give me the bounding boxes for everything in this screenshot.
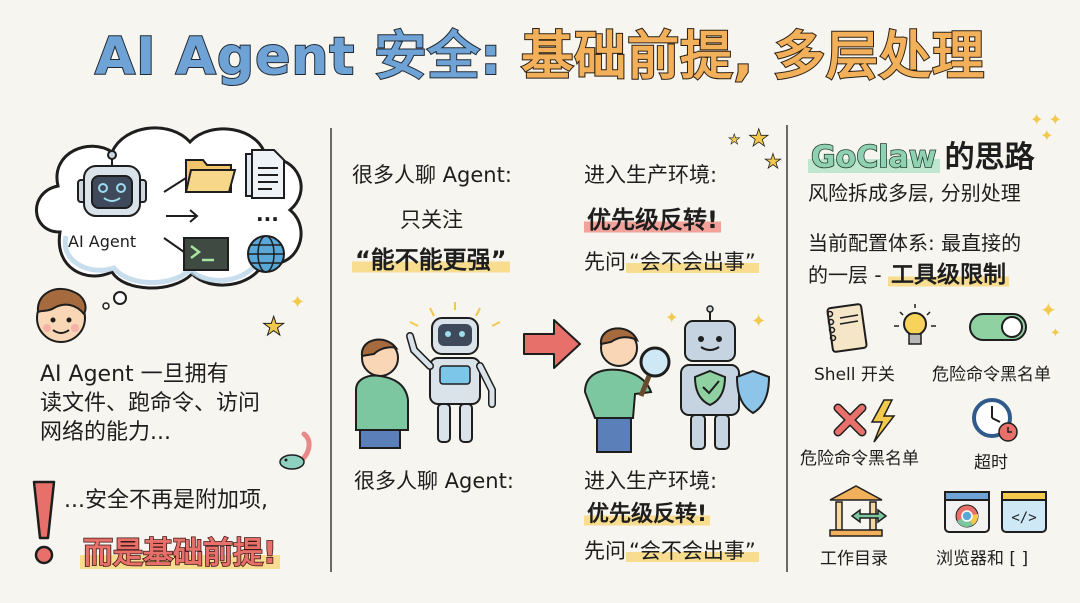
right-line-2: 当前配置体系: 最直接的	[808, 231, 1022, 255]
item-label-blacklist-1: 危险命令黑名单	[932, 365, 1051, 385]
ellipsis-text: ...	[256, 202, 279, 226]
conclusion-line-2: 而是基础前提!	[80, 528, 280, 572]
mid-left-quote: “能不能更强”	[352, 245, 510, 275]
divider-right	[786, 125, 788, 572]
mid-right-question: 先问“会不会出事”	[584, 247, 759, 277]
mid-bottom-right-question: 先问“会不会出事”	[584, 536, 759, 566]
terminal-icon	[182, 236, 230, 272]
item-label-shell: Shell 开关	[814, 365, 895, 385]
stars-cluster-icon: ★ ★ ★	[728, 122, 788, 172]
strong-robot-illustration	[400, 300, 510, 450]
notebook-icon	[822, 302, 868, 354]
lightbulb-icon	[890, 302, 940, 352]
heading-rest: 的思路	[944, 140, 1035, 175]
right-heading: GoClaw 的思路	[808, 132, 1035, 176]
building-arrows-icon	[826, 484, 890, 540]
browser-chrome-icon	[943, 490, 991, 534]
left-statement: AI Agent 一旦拥有 读文件、跑命令、访问 网络的能力...	[40, 360, 260, 447]
connector-lines	[163, 177, 199, 253]
right-line-3: 的一层 - 工具级限制	[808, 260, 1009, 290]
clock-icon	[970, 396, 1022, 446]
folder-icon	[183, 154, 237, 196]
svg-text:★: ★	[748, 124, 770, 152]
inspecting-person-illustration	[575, 318, 675, 458]
svg-text:✦: ✦	[751, 311, 766, 332]
title-orange-part: 基础前提, 多层处理	[520, 26, 986, 88]
item-label-workdir: 工作目录	[820, 549, 888, 569]
toggle-switch-icon[interactable]	[968, 312, 1028, 342]
statement-line-3: 网络的能力...	[40, 420, 171, 445]
sparkle-icon-3: ✦✦	[1040, 298, 1061, 341]
globe-icon	[245, 233, 287, 275]
mid-left-sub: 只关注	[400, 208, 463, 232]
thinking-person-illustration	[350, 330, 412, 450]
item-label-timeout: 超时	[974, 453, 1008, 473]
mid-left-heading: 很多人聊 Agent:	[352, 163, 512, 187]
svg-text:</>: </>	[1011, 510, 1036, 526]
item-label-blacklist-2: 危险命令黑名单	[800, 449, 919, 469]
mid-bottom-right-emphasis: 优先级反转!	[584, 500, 711, 530]
sparkle-icon: ✦	[290, 292, 306, 313]
mid-right-emphasis: 优先级反转!	[584, 205, 721, 235]
divider-left	[330, 128, 332, 572]
conclusion-line-1: ...安全不再是附加项,	[64, 488, 268, 513]
goclaw-brand: GoClaw	[808, 139, 940, 176]
sparkle-icon-2: ✦	[665, 308, 679, 327]
svg-text:★: ★	[728, 132, 741, 148]
mid-bottom-left-heading: 很多人聊 Agent:	[354, 469, 514, 493]
red-arrow-icon	[522, 318, 582, 370]
right-line-1: 风险拆成多层, 分别处理	[808, 181, 1021, 205]
robot-label: AI Agent	[68, 232, 137, 251]
mid-bottom-right-heading: 进入生产环境:	[584, 469, 718, 493]
cross-lightning-icon	[832, 398, 900, 444]
star-icon: ★	[261, 312, 286, 343]
svg-text:★: ★	[764, 149, 782, 172]
shield-robot-illustration: ✦	[665, 305, 775, 455]
exclamation-icon	[28, 478, 60, 568]
statement-line-2: 读文件、跑命令、访问	[40, 391, 261, 416]
page-title: AI Agent 安全: 基础前提, 多层处理	[0, 22, 1080, 92]
mid-right-heading: 进入生产环境:	[584, 163, 718, 187]
robot-head-icon	[72, 150, 152, 230]
item-label-browser: 浏览器和 [ ]	[936, 549, 1029, 569]
document-icon	[244, 148, 286, 200]
conclusion-emphasis: 而是基础前提!	[80, 535, 280, 572]
statement-line-1: AI Agent 一旦拥有	[40, 362, 229, 387]
code-window-icon: </>	[1000, 490, 1048, 534]
sparkles-top-right-icon: ✦ ✦ ✦	[1030, 110, 1062, 145]
title-blue-part: AI Agent 安全:	[94, 26, 503, 88]
thought-bubble: AI Agent ...	[20, 112, 320, 302]
person-avatar	[28, 282, 94, 348]
lizard-doodle-icon	[276, 430, 316, 474]
thought-dots	[98, 290, 128, 310]
